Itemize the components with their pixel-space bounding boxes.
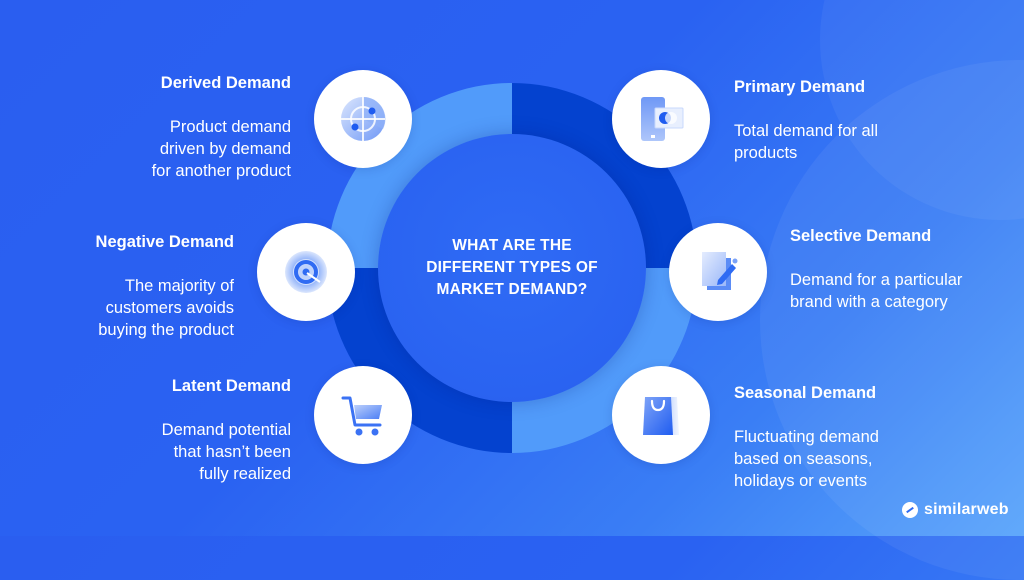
- demand-description: Demand for a particular brand with a cat…: [790, 271, 963, 311]
- label-selective-demand: Selective Demand Demand for a particular…: [790, 225, 990, 313]
- label-negative-demand: Negative Demand The majority of customer…: [34, 231, 234, 341]
- demand-title: Selective Demand: [790, 227, 932, 245]
- shopping-bag-icon: [643, 397, 679, 435]
- document-edit-icon: [702, 252, 738, 290]
- node-seasonal-demand: [612, 366, 710, 464]
- node-selective-demand: [669, 223, 767, 321]
- demand-title: Negative Demand: [95, 233, 234, 251]
- shopping-cart-icon: [341, 396, 382, 436]
- radar-icon: [341, 96, 386, 141]
- label-latent-demand: Latent Demand Demand potential that hasn…: [91, 375, 291, 485]
- similarweb-logo: similarweb: [902, 501, 1009, 519]
- label-derived-demand: Derived Demand Product demand driven by …: [91, 72, 291, 182]
- target-icon: [285, 251, 327, 293]
- node-primary-demand: [612, 70, 710, 168]
- demand-description: The majority of customers avoids buying …: [98, 277, 234, 339]
- demand-description: Total demand for all products: [734, 122, 878, 162]
- brand-name: similarweb: [924, 501, 1009, 518]
- demand-title: Primary Demand: [734, 78, 866, 96]
- node-latent-demand: [314, 366, 412, 464]
- label-seasonal-demand: Seasonal Demand Fluctuating demand based…: [734, 382, 934, 492]
- demand-title: Seasonal Demand: [734, 384, 877, 402]
- label-primary-demand: Primary Demand Total demand for all prod…: [734, 76, 924, 164]
- node-negative-demand: [257, 223, 355, 321]
- demand-description: Fluctuating demand based on seasons, hol…: [734, 428, 879, 490]
- diagram-title: WHAT ARE THE DIFFERENT TYPES OF MARKET D…: [426, 237, 598, 298]
- center-circle: WHAT ARE THE DIFFERENT TYPES OF MARKET D…: [378, 134, 646, 402]
- demand-description: Product demand driven by demand for anot…: [151, 118, 291, 180]
- mobile-payment-icon: [641, 97, 684, 141]
- demand-title: Latent Demand: [171, 377, 291, 395]
- demand-description: Demand potential that hasn’t been fully …: [161, 421, 291, 483]
- similarweb-logo-icon: [902, 502, 918, 518]
- demand-title: Derived Demand: [160, 74, 291, 92]
- node-derived-demand: [314, 70, 412, 168]
